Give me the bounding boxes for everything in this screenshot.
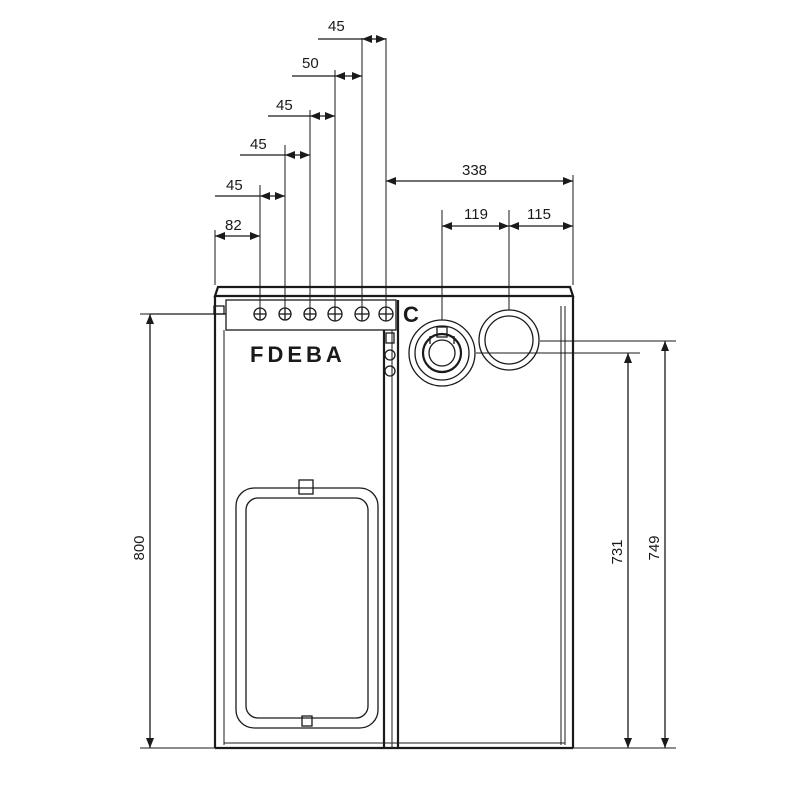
dimension-82: 82 [215,217,260,240]
dimension-749: 749 [540,340,676,748]
storage-tank [235,479,379,729]
indicator-lights [384,332,396,377]
svg-text:45: 45 [250,136,267,153]
svg-text:731: 731 [609,539,626,564]
dimension-338: 338 [386,162,573,185]
svg-text:45: 45 [226,177,243,194]
dimension-45-step4: 45 [318,18,386,43]
dimension-731: 731 [476,352,676,749]
connection-labels-row: FDEBA [250,342,346,367]
connection-ports [253,306,394,322]
svg-text:50: 50 [302,55,319,72]
svg-text:45: 45 [276,97,293,114]
port-a-icon [354,306,370,322]
burner-icon [408,319,476,387]
dimension-50: 50 [292,55,362,80]
svg-text:338: 338 [462,162,487,179]
svg-text:749: 749 [646,535,663,560]
port-c-icon [378,306,394,322]
connection-label-c: C [403,302,423,327]
flue-outlet-icon [478,309,540,371]
extension-lines [214,38,574,320]
dimension-115: 115 [509,206,573,230]
connection-strip [150,299,397,331]
dimension-119: 119 [442,206,509,230]
dimension-45-step3: 45 [268,97,335,120]
port-b-icon [327,306,343,322]
dimension-45-step2: 45 [240,136,310,159]
svg-text:800: 800 [131,535,148,560]
svg-text:119: 119 [464,206,488,223]
svg-text:82: 82 [225,217,242,234]
port-f-icon [253,307,267,321]
port-d-icon [278,307,292,321]
dimension-800: 800 [131,313,215,749]
port-e-icon [303,307,317,321]
dimension-45-step1: 45 [215,177,285,200]
unit-body [213,285,575,750]
svg-text:115: 115 [527,206,551,223]
svg-text:45: 45 [328,18,345,35]
